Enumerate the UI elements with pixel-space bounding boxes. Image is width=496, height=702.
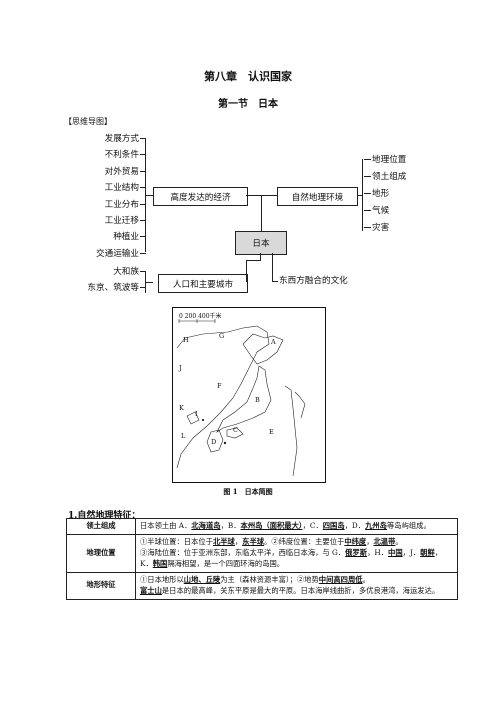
answer-text: 北海道岛 — [191, 521, 221, 530]
econ-items-item: 工业迁移 — [104, 216, 139, 226]
body-text: 。②纬度位置：主要位于 — [264, 536, 345, 546]
pop-items-item: 东京、筑波等 — [87, 283, 139, 293]
map-letter: A — [271, 338, 276, 346]
answer-text: 朝鲜 — [420, 547, 435, 557]
japan-map-svg — [176, 319, 306, 477]
answer-text: 东半球 — [242, 536, 265, 546]
answer-text: 中间高四周低 — [318, 574, 363, 584]
map-caption: 图 1 日本简图 — [223, 487, 273, 496]
culture-label: 东西方融合的文化 — [279, 276, 348, 286]
row-label: 领土组成 — [66, 518, 136, 535]
center-box: 日本 — [235, 231, 287, 255]
nature-items-item: 灾害 — [372, 223, 390, 233]
answer-text: 俄罗斯 — [345, 547, 368, 557]
body-text: ③海陆位置：位于亚洲东部，东临太平洋，西临日本海，与 G． — [140, 547, 346, 557]
body-text: 等岛屿组成。 — [386, 521, 431, 530]
econ-items-item: 不利条件 — [104, 150, 139, 161]
econ-items-item: 工业分布 — [104, 199, 139, 210]
nature-items-item: 领土组成 — [372, 172, 407, 182]
answer-text: 本州岛（面积最大） — [240, 521, 303, 530]
content-line: K．韩国隔海相望，是一个四面环海的岛国。 — [140, 559, 453, 570]
economy-box: 高度发达的经济 — [153, 187, 248, 206]
japan-map: 0 200 400千米 A B C D E F G H I J K L — [172, 307, 326, 483]
map-letter: D — [211, 438, 217, 446]
row-content: ①半球位置：日本位于北半球，东半球。②纬度位置：主要位于中纬度，北温带。③海陆位… — [135, 533, 458, 573]
map-letter: L — [181, 432, 186, 440]
answer-text: 北半球 — [212, 536, 235, 546]
map-letter: H — [183, 336, 189, 344]
pop-items-item: 大和族 — [113, 267, 139, 277]
body-text: 日本领土由 A． — [140, 521, 192, 530]
econ-items-item: 种植业 — [113, 232, 139, 243]
body-text: 隔海相望，是一个四面环海的岛国。 — [167, 558, 285, 568]
body-text: ， — [234, 536, 243, 546]
content-line: ①日本地形以山地、丘陵为主（森林资源丰富）；②地势中间高四周低。 — [140, 575, 453, 586]
section-title: 第一节 日本 — [218, 99, 278, 110]
content-line: ③海陆位置：位于亚洲东部，东临太平洋，西临日本海，与 G．俄罗斯，H．中国，J．… — [140, 548, 453, 559]
body-text: ， — [366, 536, 374, 546]
body-text: 是日本的最高峰，关东平原是最大的平原。日本海岸线曲折，多优良港湾，海运发达。 — [161, 585, 440, 595]
body-text: ①日本地形以 — [140, 574, 184, 584]
econ-items-item: 对外贸易 — [104, 166, 139, 177]
body-text: 为主（森林资源丰富）；②地势 — [220, 574, 319, 584]
map-scale: 0 200 400千米 — [179, 313, 222, 320]
map-letter: E — [269, 428, 274, 436]
map-letter: F — [217, 382, 222, 390]
nature-items-item: 气候 — [372, 206, 390, 216]
table-row: 领土组成日本领土由 A．北海道岛，B．本州岛（面积最大），C．四国岛，D．九州岛… — [66, 518, 458, 535]
body-text: ，H． — [367, 547, 389, 557]
map-letter: J — [179, 364, 182, 372]
nature-items-item: 地形 — [372, 189, 390, 199]
body-text: ，B． — [220, 521, 241, 530]
body-text: ①半球位置：日本位于 — [140, 536, 213, 546]
chapter-title: 第八章 认识国家 — [204, 70, 292, 83]
body-text: ，C． — [302, 521, 323, 530]
answer-text: 九州岛 — [365, 521, 387, 530]
answer-text: 中纬度 — [344, 536, 367, 546]
row-content: ①日本地形以山地、丘陵为主（森林资源丰富）；②地势中间高四周低。富士山是日本的最… — [135, 571, 458, 600]
map-letter: B — [255, 396, 260, 404]
answer-text: 山地、丘陵 — [183, 574, 221, 584]
map-letter: G — [219, 332, 225, 340]
map-letter: I — [195, 410, 198, 418]
econ-items-item: 交通运输业 — [96, 248, 139, 259]
nature-box: 自然地理环境 — [277, 187, 358, 206]
body-text: ， — [434, 547, 443, 557]
answer-text: 富士山 — [140, 585, 162, 595]
content-line: ①半球位置：日本位于北半球，东半球。②纬度位置：主要位于中纬度，北温带。 — [140, 537, 453, 548]
section-heading: 1.自然地理特征： — [68, 511, 141, 521]
econ-items-item: 发展方式 — [104, 134, 139, 144]
content-line: 富士山是日本的最高峰，关东平原是最大的平原。日本海岸线曲折，多优良港湾，海运发达… — [140, 586, 453, 597]
map-letter: K — [179, 404, 184, 412]
row-content: 日本领土由 A．北海道岛，B．本州岛（面积最大），C．四国岛，D．九州岛等岛屿组… — [135, 518, 458, 535]
row-label: 地形特征 — [66, 571, 136, 600]
body-text: 。 — [395, 536, 403, 546]
body-text: ，J． — [402, 547, 421, 557]
answer-text: 韩国 — [152, 558, 168, 568]
nature-items-item: 地理位置 — [372, 155, 407, 165]
features-table: 领土组成日本领土由 A．北海道岛，B．本州岛（面积最大），C．四国岛，D．九州岛… — [66, 518, 458, 600]
answer-text: 北温带 — [373, 536, 396, 546]
mind-map: 发展方式不利条件对外贸易工业结构工业分布工业迁移种植业交通运输业 地理位置领土组… — [0, 0, 496, 305]
mindmap-tag: 【思维导图】 — [64, 117, 112, 126]
map-letter: C — [233, 426, 238, 434]
econ-items-item: 工业结构 — [104, 183, 139, 194]
population-box: 人口和主要城市 — [158, 274, 248, 293]
answer-text: 四国岛 — [322, 521, 345, 530]
body-text: 。 — [362, 574, 370, 584]
body-text: ，D． — [344, 521, 366, 530]
row-label: 地理位置 — [66, 533, 136, 573]
answer-text: 中国 — [388, 547, 403, 557]
body-text: K． — [140, 558, 153, 568]
